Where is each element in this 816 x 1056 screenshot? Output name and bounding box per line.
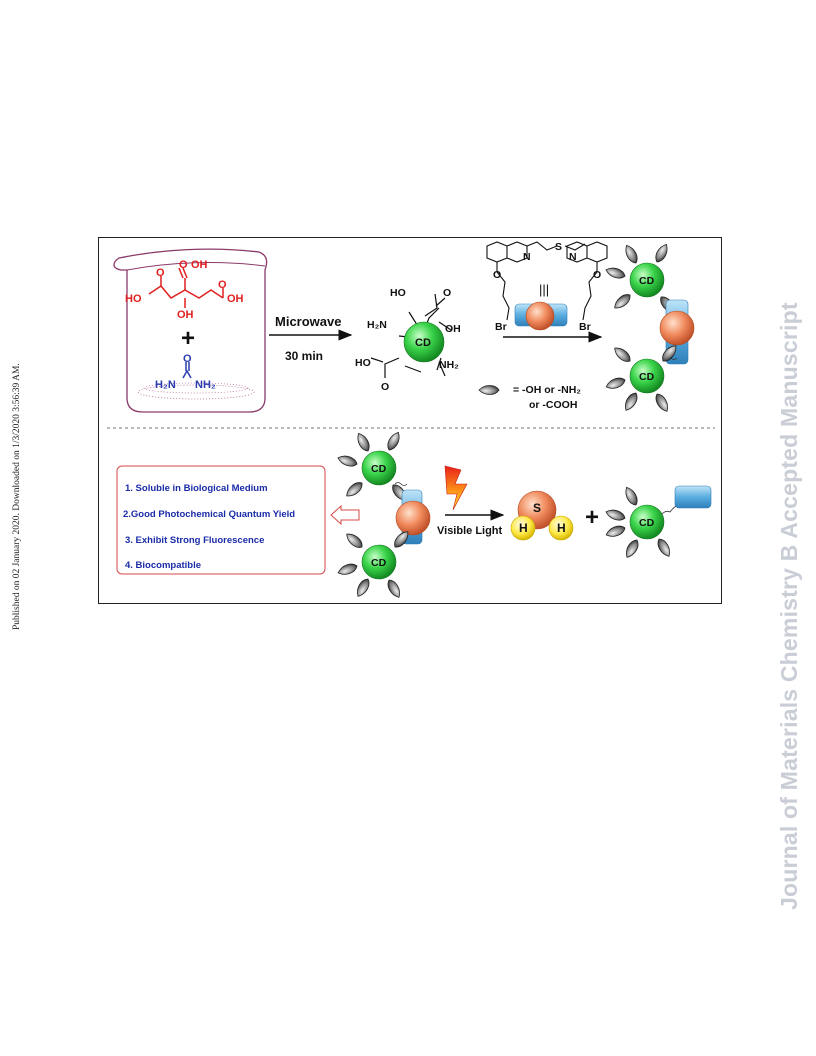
cd-core	[403, 321, 445, 363]
property-3: 3. Exhibit Strong Fluorescence	[125, 535, 264, 546]
citric-label-o-top: O	[179, 259, 188, 271]
property-1: 1. Soluble in Biological Medium	[125, 483, 268, 494]
h2s-h1: H	[519, 521, 528, 535]
graphical-abstract: O OH HO O O OH OH + O H₂N NH₂ Microwave …	[98, 237, 722, 604]
h2s-h2: H	[557, 521, 566, 535]
legend-line1: = -OH or -NH₂	[513, 384, 581, 396]
linker-atom-br-right: Br	[579, 321, 591, 333]
cd-group-ho-top: HO	[390, 287, 406, 299]
linker-atom-br-left: Br	[495, 321, 507, 333]
legend-line2: or -COOH	[529, 399, 577, 411]
linker-atom-s: S	[555, 241, 562, 253]
citric-label-oh-center: OH	[177, 309, 194, 321]
cd-group-ho-bottom: HO	[355, 357, 371, 369]
cd-label-released: CD	[639, 517, 655, 529]
urea-label-h2n: H₂N	[155, 379, 176, 391]
linker-atom-o-left: O	[493, 269, 501, 281]
step1-time: 30 min	[285, 349, 323, 363]
citric-label-o-right: O	[218, 279, 227, 291]
cd-group-h2n: H₂N	[367, 319, 387, 331]
watermark-text: Journal of Materials Chemistry B Accepte…	[776, 302, 802, 910]
cd-molecule: CD HO O H₂N OH HO O NH₂	[355, 287, 461, 393]
h2s-molecule: S H H	[510, 490, 574, 541]
citric-label-ho-left: HO	[125, 293, 142, 305]
beaker-plus: +	[181, 325, 195, 352]
cd-group-oh: OH	[445, 323, 461, 335]
h2s-s: S	[533, 501, 541, 515]
citric-label-oh-top: OH	[191, 259, 208, 271]
step2-plus: +	[585, 504, 599, 531]
citric-label-oh-right: OH	[227, 293, 244, 305]
property-2: 2.Good Photochemical Quantum Yield	[123, 509, 295, 520]
probe-icon	[514, 301, 568, 331]
download-note: Published on 02 January 2020. Downloaded…	[2, 300, 22, 630]
cd-label-bottom2: CD	[371, 557, 387, 569]
quinoline-linker-structure	[486, 241, 608, 321]
cd-label-top1: CD	[639, 275, 655, 287]
urea-structure	[182, 362, 192, 379]
cd-label-bottom1: CD	[371, 463, 387, 475]
cd-core-label: CD	[415, 337, 431, 349]
linker-atom-o-right: O	[593, 269, 601, 281]
properties-box: 1. Soluble in Biological Medium 2.Good P…	[116, 465, 326, 575]
urea-label-nh2: NH₂	[195, 379, 216, 391]
urea-label-o: O	[183, 353, 192, 365]
figure-canvas: O OH HO O O OH OH + O H₂N NH₂ Microwave …	[107, 241, 715, 605]
properties-arrow	[330, 504, 360, 526]
cd-probe-conjugate-top: CD CD	[605, 242, 695, 413]
cd-label-top2: CD	[639, 371, 655, 383]
cd-probe-conjugate-bottom: CD CD	[337, 430, 431, 599]
step2-label: Visible Light	[437, 525, 503, 537]
petal-legend: = -OH or -NH₂ or -COOH	[478, 384, 581, 411]
step1-label: Microwave	[275, 314, 341, 329]
property-4: 4. Biocompatible	[125, 560, 201, 571]
released-cd-and-probe: CD	[604, 484, 712, 560]
lightning-icon	[444, 465, 468, 511]
linker-atom-n-right: N	[569, 251, 577, 263]
cd-group-o-bottom: O	[381, 381, 389, 393]
cd-group-nh2: NH₂	[439, 359, 459, 371]
linker-equivalence-mark: |||	[539, 282, 549, 297]
cd-group-o-top: O	[443, 287, 451, 299]
citric-label-o-left: O	[156, 267, 165, 279]
accepted-manuscript-watermark: Journal of Materials Chemistry B Accepte…	[770, 140, 806, 920]
citric-acid-structure	[148, 267, 224, 308]
download-note-text: Published on 02 January 2020. Downloaded…	[12, 363, 22, 630]
linker-atom-n-left: N	[523, 251, 531, 263]
beaker	[113, 248, 268, 413]
